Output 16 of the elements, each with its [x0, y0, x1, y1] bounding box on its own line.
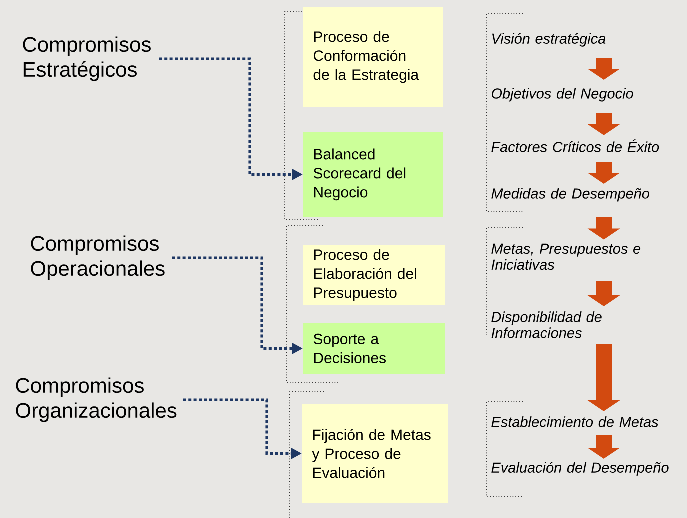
- process-box: Proceso de Conformación de la Estrategia: [303, 7, 444, 108]
- step-text: Factores Críticos de Éxito: [492, 140, 660, 152]
- step-text: Medidas de Desempeño: [492, 188, 650, 202]
- process-box: Proceso de Elaboración del Presupuesto: [303, 245, 446, 306]
- step-text: Evaluación del Desempeño: [492, 462, 669, 476]
- step-text: Disponibilidad de Informaciones: [492, 312, 602, 338]
- process-box: Balanced Scorecard del Negocio: [303, 132, 444, 218]
- step-text: Metas, Presupuestos e Iniciativas: [492, 244, 641, 270]
- step-text: Establecimiento de Metas: [492, 416, 659, 428]
- step-text: Objetivos del Negocio: [492, 88, 634, 102]
- process-box: Soporte a Decisiones: [303, 323, 446, 374]
- commitment-label: Compromisos Operacionales: [31, 236, 165, 280]
- commitment-label: Compromisos Estratégicos: [23, 36, 151, 82]
- step-text: Visión estratégica: [492, 33, 606, 47]
- commitment-label: Compromisos Organizacionales: [16, 378, 177, 422]
- process-box: Fijación de Metas y Proceso de Evaluación: [302, 404, 448, 504]
